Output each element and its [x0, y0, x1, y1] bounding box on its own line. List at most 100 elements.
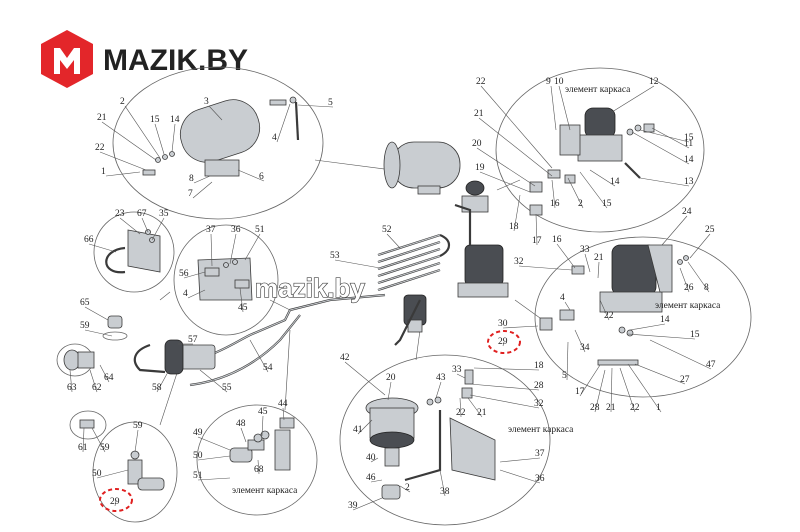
callout-number-c63: 63 — [67, 383, 77, 393]
callout-number-c45b: 45 — [258, 407, 268, 417]
callout-number-c24: 24 — [682, 207, 692, 217]
callout-number-c57: 57 — [188, 335, 198, 345]
callout-number-c8b: 8 — [704, 283, 709, 293]
callout-leader-c52 — [386, 233, 401, 249]
callout-number-c51b: 51 — [193, 471, 203, 481]
callout-leader-c45a — [239, 287, 244, 313]
air-tank-main[interactable] — [383, 141, 461, 195]
callout-number-c5: 5 — [328, 98, 333, 108]
highlight-part-29-left — [99, 488, 133, 512]
callout-leader-c27 — [634, 363, 686, 385]
callout-leader-c63 — [69, 369, 73, 393]
tank-detail[interactable] — [142, 93, 300, 177]
callout-number-c15b: 15 — [684, 133, 694, 143]
connector-detail[interactable] — [127, 450, 165, 491]
callout-leader-c29b — [502, 341, 505, 347]
callout-number-c21d: 21 — [606, 403, 616, 413]
callout-leader-c20 — [476, 147, 536, 187]
callout-leader-c14 — [171, 123, 176, 153]
callout-leader-c19 — [479, 171, 531, 193]
callout-number-c5b: 5 — [562, 371, 567, 381]
frame-label-bottom: элемент каркаса — [508, 425, 574, 435]
fittings-detail[interactable] — [229, 417, 295, 471]
callout-number-c23: 23 — [115, 209, 125, 219]
callout-leader-c56 — [183, 271, 206, 279]
group-ellipse-regulator — [339, 354, 551, 526]
callout-leader-c50b — [197, 455, 231, 461]
valve-block-57[interactable] — [133, 339, 216, 375]
dryer-detail[interactable] — [529, 107, 655, 216]
callout-number-c46: 46 — [366, 473, 376, 483]
callout-leader-c48 — [240, 427, 247, 443]
callout-number-c45a: 45 — [238, 303, 248, 313]
callout-leader-c14b — [631, 131, 690, 165]
separator-detail[interactable] — [539, 244, 689, 366]
callout-number-c22c: 22 — [604, 311, 614, 321]
callout-leader-c38 — [439, 469, 446, 497]
callout-number-c59b: 59 — [100, 443, 110, 453]
callout-number-c54: 54 — [263, 363, 273, 373]
callout-leader-c43 — [435, 381, 442, 399]
callout-leader-c46 — [370, 479, 383, 483]
frame-label-fittings: элемент каркаса — [232, 486, 298, 496]
callout-leader-c53 — [334, 259, 381, 269]
regulator-detail[interactable] — [365, 369, 496, 500]
callout-number-c50: 50 — [92, 469, 102, 479]
callout-number-c19: 19 — [475, 163, 485, 173]
callout-leader-c15c — [579, 171, 608, 209]
callout-leader-c51 — [244, 233, 261, 261]
callout-number-c27: 27 — [680, 375, 690, 385]
callout-number-c59: 59 — [80, 321, 90, 331]
callout-leader-c62 — [89, 369, 98, 393]
callout-leader-c61 — [82, 427, 85, 453]
callout-leader-c42 — [344, 361, 386, 396]
callout-leader-c16 — [551, 179, 556, 209]
callout-leader-c41 — [357, 419, 373, 435]
callout-leader-c9 — [550, 85, 557, 131]
callout-number-c53: 53 — [330, 251, 340, 261]
callout-number-c26: 26 — [684, 283, 694, 293]
callout-number-c65: 65 — [80, 298, 90, 308]
callout-leader-c68 — [257, 459, 260, 475]
callout-leader-c59c — [134, 429, 139, 453]
callout-number-c44: 44 — [278, 399, 288, 409]
callout-number-c30: 30 — [498, 319, 508, 329]
condenser-coil[interactable] — [377, 233, 451, 292]
callout-leader-c49 — [197, 436, 231, 451]
callout-number-c4a: 4 — [183, 289, 188, 299]
callout-leader-c8b — [687, 261, 710, 293]
callout-number-c66: 66 — [84, 235, 94, 245]
callout-leader-c22 — [99, 151, 147, 171]
callout-number-c14: 14 — [170, 115, 180, 125]
callout-number-c21e: 21 — [477, 408, 487, 418]
callout-number-c40: 40 — [366, 453, 376, 463]
callout-leader-c1 — [105, 171, 141, 177]
callout-leader-c55 — [199, 369, 228, 393]
callout-leader-c15d — [627, 333, 696, 340]
callout-leader-c54 — [249, 339, 269, 373]
brand-logo[interactable]: MAZIK.BY — [41, 30, 248, 88]
group-ellipse-dryer — [495, 67, 705, 233]
valve-mount-detail[interactable] — [197, 257, 253, 301]
callout-number-c32a: 32 — [514, 257, 524, 267]
callout-leader-c18 — [513, 194, 521, 232]
bracket-detail[interactable] — [105, 229, 161, 274]
callout-number-c34: 34 — [580, 343, 590, 353]
callout-number-c17: 17 — [532, 236, 542, 246]
callout-leader-c5 — [297, 104, 334, 108]
dryer-cartridge-main[interactable] — [457, 244, 509, 298]
callout-number-c33a: 33 — [580, 245, 590, 255]
callout-leader-c59b — [91, 427, 106, 453]
callout-number-c58: 58 — [152, 383, 162, 393]
callout-leader-c35 — [151, 217, 165, 241]
group-ellipse-fittings — [196, 404, 318, 516]
bushing-detail[interactable] — [63, 349, 95, 371]
cap-65-detail[interactable] — [102, 315, 128, 341]
callout-leader-c17 — [535, 213, 538, 246]
callout-number-c59c: 59 — [133, 421, 143, 431]
callout-number-c41: 41 — [353, 425, 363, 435]
small-fitting-detail[interactable] — [79, 419, 95, 429]
dryer-valve-top[interactable] — [461, 180, 489, 213]
callout-leader-c64 — [99, 364, 110, 383]
